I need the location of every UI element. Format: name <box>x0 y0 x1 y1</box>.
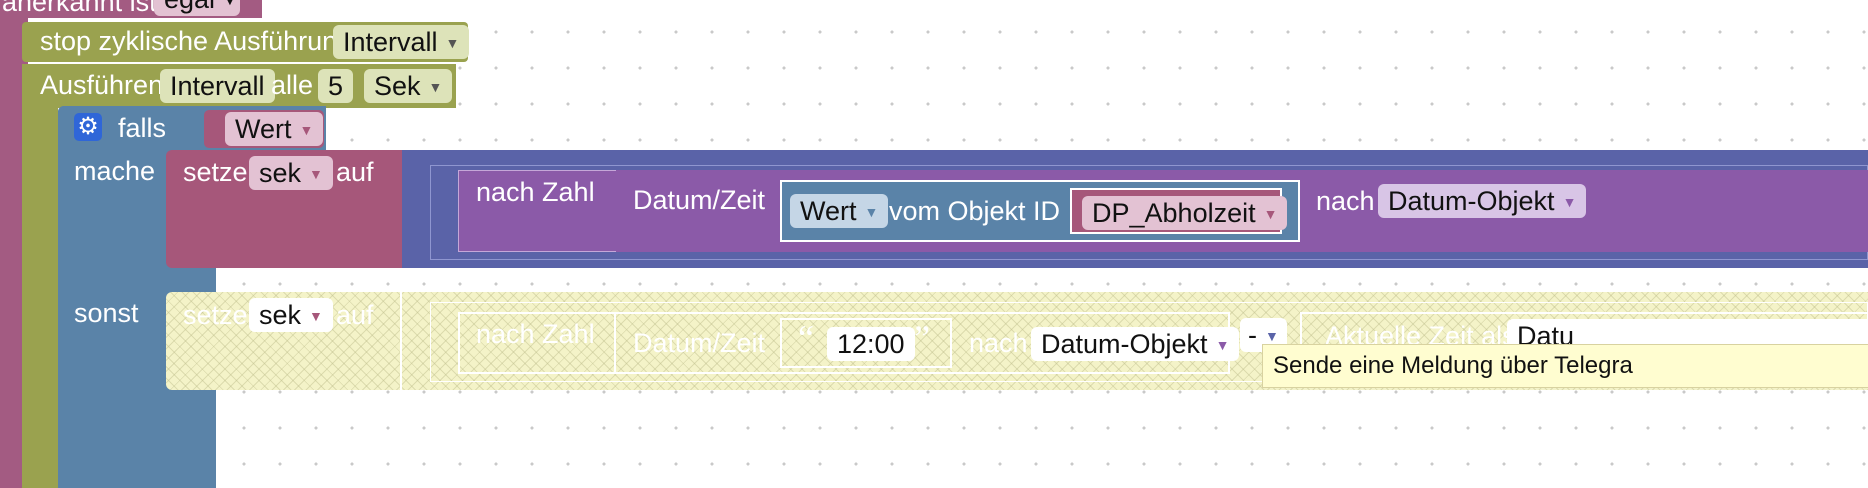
tooltip: Sende eine Meldung über Telegra <box>1262 344 1868 388</box>
interval-unit-dropdown[interactable]: Sek▼ <box>364 69 453 103</box>
chevron-down-icon: ▼ <box>864 204 879 220</box>
to-number-label-disabled: nach Zahl <box>476 319 595 349</box>
object-id-dropdown[interactable]: DP_Abholzeit▼ <box>1082 196 1288 230</box>
interval-name-field[interactable]: Intervall <box>160 69 275 103</box>
chevron-down-icon: ▼ <box>445 35 460 51</box>
close-quote-icon: ” <box>914 318 930 358</box>
format-to-label: nach <box>1316 186 1375 216</box>
chevron-down-icon: ▼ <box>309 308 323 324</box>
interval-label: Ausführen <box>40 70 164 100</box>
disabled-convert-block[interactable] <box>400 292 1868 390</box>
stop-timer-label: stop zyklische Ausführung <box>40 26 353 56</box>
set-label-disabled: setze <box>183 300 248 330</box>
gear-icon[interactable]: ⚙ <box>74 113 102 141</box>
disabled-text-block[interactable] <box>780 318 952 368</box>
to-number-label: nach Zahl <box>476 177 595 207</box>
chevron-down-icon: ▼ <box>223 0 237 8</box>
chevron-down-icon: ▼ <box>299 122 314 138</box>
if-else-bottom <box>58 390 216 488</box>
format-dropdown-disabled[interactable]: Datum-Objekt▼ <box>1031 327 1240 361</box>
if-label: falls <box>118 113 167 143</box>
event-block-label: anerkannt ist <box>2 0 157 17</box>
chevron-down-icon: ▼ <box>1263 206 1278 222</box>
else-label: sonst <box>74 298 139 328</box>
then-label: mache <box>74 156 156 186</box>
stop-timer-dropdown[interactable]: Intervall▼ <box>333 25 470 59</box>
to-label-disabled: auf <box>336 300 374 330</box>
set-variable-dropdown[interactable]: sek▼ <box>249 156 333 190</box>
chevron-down-icon: ▼ <box>1215 337 1230 353</box>
chevron-down-icon: ▼ <box>1562 194 1577 210</box>
disabled-date-time-divider <box>614 312 616 374</box>
else-notch <box>196 268 216 292</box>
chevron-down-icon: ▼ <box>309 166 323 182</box>
value-type-dropdown[interactable]: Wert▼ <box>790 194 889 228</box>
date-time-label: Datum/Zeit <box>633 185 766 215</box>
set-variable-dropdown-disabled[interactable]: sek▼ <box>249 298 333 332</box>
from-object-label: vom Objekt ID <box>889 196 1061 226</box>
interval-every-label: alle <box>271 70 314 100</box>
to-label: auf <box>336 157 374 187</box>
open-quote-icon: “ <box>798 318 814 358</box>
format-to-label-disabled: nach <box>969 328 1028 358</box>
interval-number-field[interactable]: 5 <box>318 69 354 103</box>
date-time-label-disabled: Datum/Zeit <box>633 328 766 358</box>
condition-variable-dropdown[interactable]: Wert▼ <box>225 112 324 146</box>
chevron-down-icon: ▼ <box>1265 328 1279 344</box>
time-text-field[interactable]: 12:00 <box>827 327 915 361</box>
interval-block-spine[interactable] <box>22 64 58 488</box>
set-label: setze <box>183 157 248 187</box>
disabled-current-time-block[interactable] <box>1300 312 1868 354</box>
chevron-down-icon: ▼ <box>428 79 443 95</box>
event-ack-dropdown[interactable]: egal▼ <box>154 0 240 16</box>
format-dropdown[interactable]: Datum-Objekt▼ <box>1378 184 1587 218</box>
